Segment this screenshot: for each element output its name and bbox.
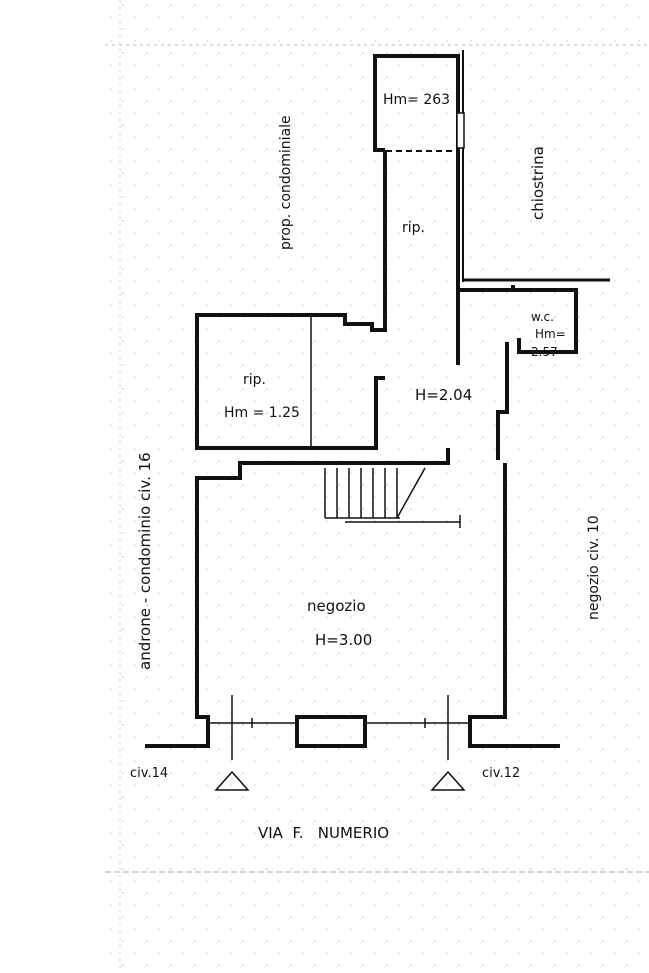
label-rip-top: rip. (402, 220, 425, 236)
label-h-negozio: H=3.00 (315, 631, 372, 649)
label-hm-left: Hm = 1.25 (224, 405, 300, 421)
north-markers (214, 770, 466, 791)
label-wc: w.c. (531, 310, 554, 324)
label-civ12: civ.12 (482, 766, 520, 781)
label-civ14: civ.14 (130, 766, 168, 781)
label-prop-condominiale: prop. condominiale (278, 115, 294, 250)
triangle-marker (430, 770, 466, 791)
triangle-marker (214, 770, 250, 791)
label-rip-left: rip. (243, 372, 266, 388)
label-chiostrina: chiostrina (529, 146, 547, 220)
window-lines (208, 695, 470, 760)
staircase (324, 467, 461, 528)
label-androne: androne - condominio civ. 16 (136, 452, 154, 670)
label-wc-hm: Hm= (535, 327, 566, 341)
grid-paper (100, 0, 649, 973)
label-street: VIA F. NUMERIO (258, 824, 389, 842)
label-h-corridor: H=2.04 (415, 386, 472, 404)
label-negozio-civ10: negozio civ. 10 (586, 515, 602, 620)
walls (145, 50, 610, 748)
label-hm-top: Hm= 263 (383, 92, 450, 108)
label-negozio: negozio (307, 597, 366, 615)
label-wc-value: 2.57 (531, 345, 558, 359)
